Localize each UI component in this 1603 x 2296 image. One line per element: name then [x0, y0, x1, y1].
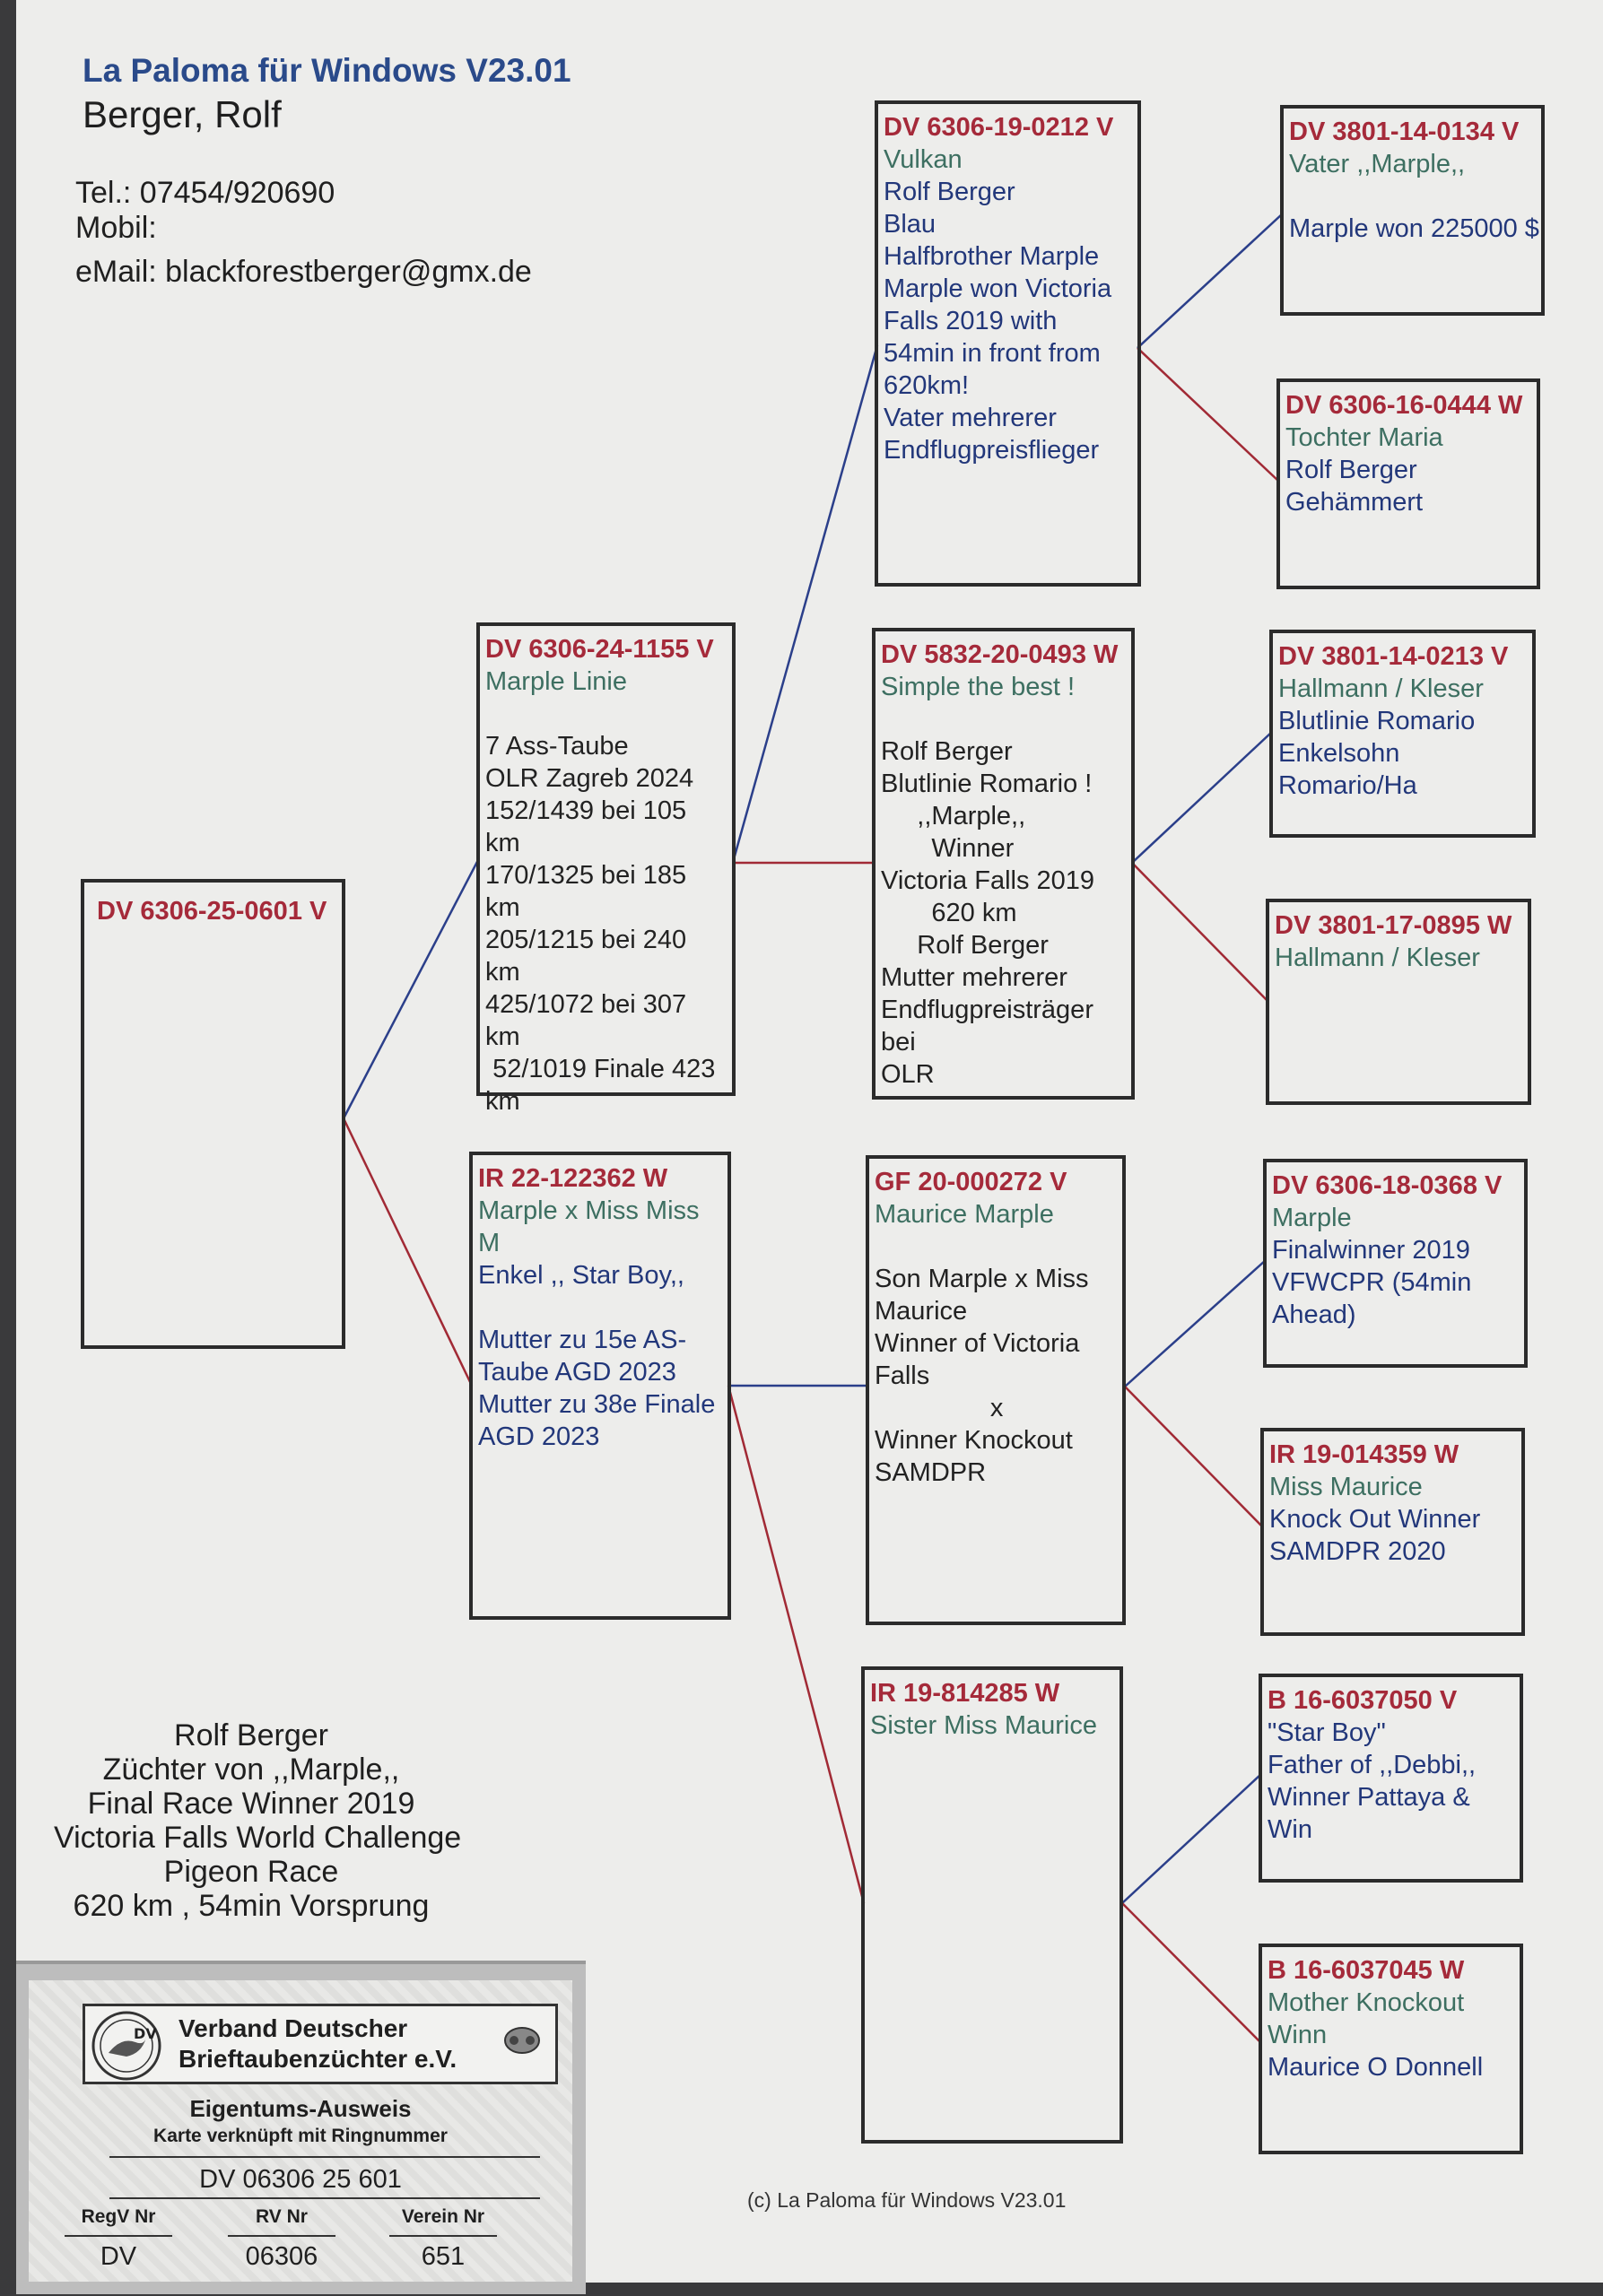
pedigree-box-ddd: B 16-6037045 W Mother Knockout Winn Maur…	[1259, 1944, 1523, 2154]
breeder-note-line: Pigeon Race	[163, 1855, 339, 1889]
breeder-note-line: Rolf Berger	[174, 1718, 328, 1752]
pedigree-box-sdd: DV 3801-17-0895 W Hallmann / Kleser	[1266, 899, 1531, 1105]
ring-number: DV 3801-14-0134 V	[1289, 117, 1520, 146]
association-line-2: Brieftaubenzüchter e.V.	[179, 2045, 457, 2073]
association-logo-icon: DV	[91, 2011, 161, 2081]
pedigree-box-dam-dam: IR 19-814285 W Sister Miss Maurice	[861, 1666, 1123, 2144]
card-divider	[109, 2197, 540, 2199]
pigeon-notes: Finalwinner 2019 VFWCPR (54min Ahead)	[1272, 1236, 1472, 1329]
ring-number: DV 6306-18-0368 V	[1272, 1171, 1503, 1200]
pedigree-box-dam: IR 22-122362 W Marple x Miss Miss M Enke…	[469, 1152, 731, 1620]
pedigree-box-dam-sire: GF 20-000272 V Maurice Marple Son Marple…	[866, 1155, 1126, 1625]
ring-number: DV 6306-19-0212 V	[884, 113, 1114, 142]
pigeon-name: Tochter Maria	[1285, 423, 1443, 452]
ring-number: DV 6306-24-1155 V	[485, 635, 714, 664]
ownership-card: DV Verband Deutscher Brieftaubenzüchter …	[16, 1961, 586, 2294]
ring-number: B 16-6037045 W	[1268, 1956, 1465, 1985]
footer-copyright: (c) La Paloma für Windows V23.01	[747, 2188, 1067, 2212]
pedigree-box-dds: B 16-6037050 V "Star Boy" Father of ,,De…	[1259, 1674, 1523, 1883]
pigeon-notes: 7 Ass-Taube OLR Zagreb 2024 152/1439 bei…	[485, 732, 716, 1116]
pedigree-box-dsd: IR 19-014359 W Miss Maurice Knock Out Wi…	[1260, 1428, 1525, 1636]
pigeon-name: Maurice Marple	[875, 1200, 1054, 1229]
ring-number: GF 20-000272 V	[875, 1168, 1067, 1196]
association-name: Verband Deutscher Brieftaubenzüchter e.V…	[179, 2013, 457, 2074]
pigeon-name: Vater ,,Marple,,	[1289, 150, 1466, 178]
breeder-note: Rolf Berger Züchter von ,,Marple,, Final…	[54, 1718, 462, 1923]
ring-number: IR 19-014359 W	[1269, 1440, 1459, 1469]
card-subtitle: Karte verknüpft mit Ringnummer	[153, 2126, 448, 2146]
ownership-card-inner: DV Verband Deutscher Brieftaubenzüchter …	[29, 1980, 572, 2282]
breeder-note-line: Victoria Falls World Challenge	[54, 1821, 462, 1855]
ring-number: DV 3801-14-0213 V	[1278, 642, 1509, 671]
ring-number: IR 22-122362 W	[478, 1164, 668, 1193]
pedigree-box-sds: DV 3801-14-0213 V Hallmann / Kleser Blut…	[1269, 630, 1536, 838]
pigeon-name: Hallmann / Kleser	[1275, 944, 1480, 972]
verein-label: Verein Nr	[401, 2206, 485, 2227]
pedigree-box-dss: DV 6306-18-0368 V Marple Finalwinner 201…	[1263, 1159, 1528, 1368]
trophy-icon	[504, 2027, 540, 2054]
owner-name: Berger, Rolf	[83, 93, 282, 135]
breeder-note-line: Züchter von ,,Marple,,	[102, 1752, 400, 1787]
regv-label: RegV Nr	[81, 2206, 156, 2227]
pigeon-notes: Father of ,,Debbi,, Winner Pattaya & Win	[1268, 1751, 1477, 1844]
verein-value: 651	[389, 2235, 497, 2272]
pigeon-notes: Rolf Berger Blau Halfbrother Marple Marp…	[884, 178, 1112, 465]
rv-value: 06306	[228, 2235, 335, 2272]
pigeon-name: Mother Knockout Winn	[1268, 1988, 1465, 2049]
pigeon-name: "Star Boy"	[1268, 1718, 1386, 1747]
pedigree-box-sire-sire: DV 6306-19-0212 V Vulkan Rolf Berger Bla…	[875, 100, 1141, 587]
ring-number: DV 3801-17-0895 W	[1275, 911, 1512, 940]
ring-number: B 16-6037050 V	[1268, 1686, 1458, 1715]
pigeon-notes: Rolf Berger Blutlinie Romario ! ,,Marple…	[881, 737, 1095, 1089]
card-divider	[109, 2156, 540, 2158]
pigeon-name: Marple Linie	[485, 667, 627, 696]
contact-mobil: Mobil:	[75, 211, 157, 245]
breeder-note-line: Final Race Winner 2019	[87, 1787, 415, 1821]
pigeon-name: Marple	[1272, 1204, 1352, 1232]
pigeon-notes: Son Marple x Miss Maurice Winner of Vict…	[875, 1265, 1089, 1487]
rv-label: RV Nr	[256, 2206, 308, 2227]
ring-number: DV 6306-16-0444 W	[1285, 391, 1523, 420]
pigeon-notes: Marple won 225000 $	[1289, 214, 1539, 243]
card-header: DV Verband Deutscher Brieftaubenzüchter …	[83, 2004, 558, 2084]
pigeon-name: Vulkan	[884, 145, 963, 174]
pigeon-notes: Rolf Berger Gehämmert	[1285, 456, 1424, 517]
card-ring-number: DV 06306 25 601	[199, 2165, 402, 2194]
card-title: Eigentums-Ausweis	[189, 2095, 412, 2122]
pigeon-notes: Blutlinie Romario Enkelsohn Romario/Ha	[1278, 707, 1476, 800]
pigeon-name: Marple x Miss Miss M	[478, 1196, 700, 1257]
pigeon-notes: Maurice O Donnell	[1268, 2053, 1484, 2082]
app-title: La Paloma für Windows V23.01	[83, 52, 571, 89]
pedigree-box-subject: DV 6306-25-0601 V	[81, 879, 345, 1349]
association-line-1: Verband Deutscher	[179, 2014, 408, 2042]
pedigree-box-sire: DV 6306-24-1155 V Marple Linie 7 Ass-Tau…	[476, 622, 736, 1116]
pedigree-box-sire-dam: DV 5832-20-0493 W Simple the best ! Rolf…	[872, 628, 1135, 1100]
contact-email: eMail: blackforestberger@gmx.de	[75, 255, 532, 289]
ring-number: IR 19-814285 W	[870, 1679, 1060, 1708]
breeder-note-line: 620 km , 54min Vorsprung	[73, 1889, 430, 1923]
pigeon-notes: Knock Out Winner SAMDPR 2020	[1269, 1505, 1481, 1566]
pedigree-box-ssd: DV 6306-16-0444 W Tochter Maria Rolf Ber…	[1276, 378, 1540, 589]
pigeon-name: Sister Miss Maurice	[870, 1711, 1097, 1740]
regv-value: DV	[65, 2235, 172, 2272]
ring-number: DV 5832-20-0493 W	[881, 640, 1119, 669]
pigeon-name: Miss Maurice	[1269, 1473, 1423, 1501]
ring-number: DV 6306-25-0601 V	[97, 897, 327, 926]
pedigree-box-sss: DV 3801-14-0134 V Vater ,,Marple,, Marpl…	[1280, 105, 1545, 316]
contact-tel: Tel.: 07454/920690	[75, 176, 335, 210]
pigeon-notes: Enkel ,, Star Boy,, Mutter zu 15e AS- Ta…	[478, 1261, 716, 1451]
logo-text: DV	[134, 2025, 157, 2042]
pigeon-name: Hallmann / Kleser	[1278, 674, 1484, 703]
pigeon-name: Simple the best !	[881, 673, 1075, 701]
